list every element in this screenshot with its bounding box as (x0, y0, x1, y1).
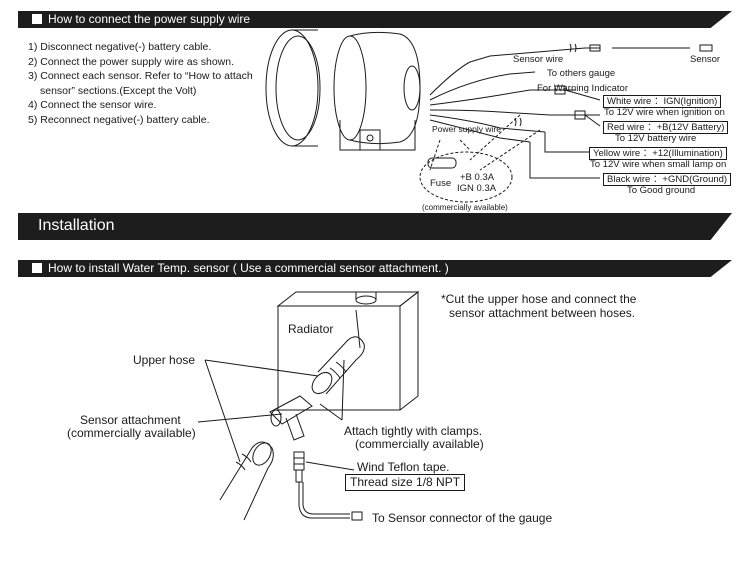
step: 4) Connect the sensor wire. (28, 99, 157, 111)
attach-clamps-note: (commercially available) (355, 437, 484, 451)
sensor-attachment-note: (commercially available) (67, 426, 196, 440)
white-wire-box: White wire ：IGN(Ignition) (603, 95, 722, 108)
to-others-gauge-label: To others gauge (547, 68, 616, 79)
step: 5) Reconnect negative(-) battery cable. (28, 113, 210, 126)
teflon-label: Wind Teflon tape. (357, 460, 450, 474)
lower-hose (219, 441, 274, 521)
power-supply-wire-label: Power supply wire (432, 124, 501, 134)
square-icon (32, 263, 42, 273)
thread-size-box: Thread size 1/8 NPT (345, 474, 466, 491)
note-line-2: sensor attachment between hoses. (449, 306, 636, 320)
to-sensor-connector-label: To Sensor connector of the gauge (372, 511, 553, 525)
sensor-attachment (269, 395, 313, 441)
fuse-oval (419, 151, 513, 203)
upper-hose (311, 336, 365, 395)
step: 1) Disconnect negative(-) battery cable. (28, 41, 212, 53)
square-icon (32, 14, 42, 24)
warning-indicator-label: For Warning Indicator (537, 83, 628, 94)
step: sensor” sections.(Except the Volt) (40, 84, 197, 97)
commercially-available-label: (commercially available) (422, 203, 508, 212)
gauge-body (333, 31, 421, 151)
black-wire-box: Black wire ：+GND(Ground) (603, 173, 732, 186)
fuse-ign-label: IGN 0.3A (457, 183, 497, 194)
section-header-installation: Installation (18, 213, 732, 240)
note-line-1: *Cut the upper hose and connect the (441, 292, 637, 306)
white-wire-dest: To 12V wire when ignition on (604, 107, 725, 118)
upper-hose-label: Upper hose (133, 353, 196, 367)
fuse-label: Fuse (430, 178, 452, 189)
fuse-b-label: +B 0.3A (460, 172, 495, 183)
steps-list: 1) Disconnect negative(-) battery cable.… (28, 40, 253, 127)
section-header-water-temp: How to install Water Temp. sensor ( Use … (18, 260, 732, 277)
yellow-wire-dest: To 12V wire when small lamp on (590, 159, 727, 170)
section-header-power: How to connect the power supply wire (18, 11, 732, 28)
temp-sensor (293, 451, 363, 521)
section-title: Installation (38, 217, 115, 234)
sensor-wire-label: Sensor wire (513, 54, 564, 65)
radiator (276, 290, 420, 411)
gauge-front (265, 29, 321, 147)
yellow-wire-box: Yellow wire ：+12(Illumination) (589, 147, 727, 160)
red-wire-box: Red wire ：+B(12V Battery) (603, 121, 729, 134)
sensor-attachment-label: Sensor attachment (80, 413, 181, 427)
black-wire-dest: To Good ground (627, 185, 696, 196)
sensor-label: Sensor (690, 54, 721, 65)
section-title: How to install Water Temp. sensor ( Use … (48, 261, 449, 275)
red-wire-dest: To 12V battery wire (615, 133, 697, 144)
radiator-label: Radiator (288, 322, 334, 336)
wire-bundle (429, 43, 713, 179)
attach-clamps-label: Attach tightly with clamps. (344, 424, 483, 438)
step: 3) Connect each sensor. Refer to “How to… (28, 70, 253, 82)
step: 2) Connect the power supply wire as show… (28, 55, 235, 68)
section-title: How to connect the power supply wire (48, 12, 251, 26)
